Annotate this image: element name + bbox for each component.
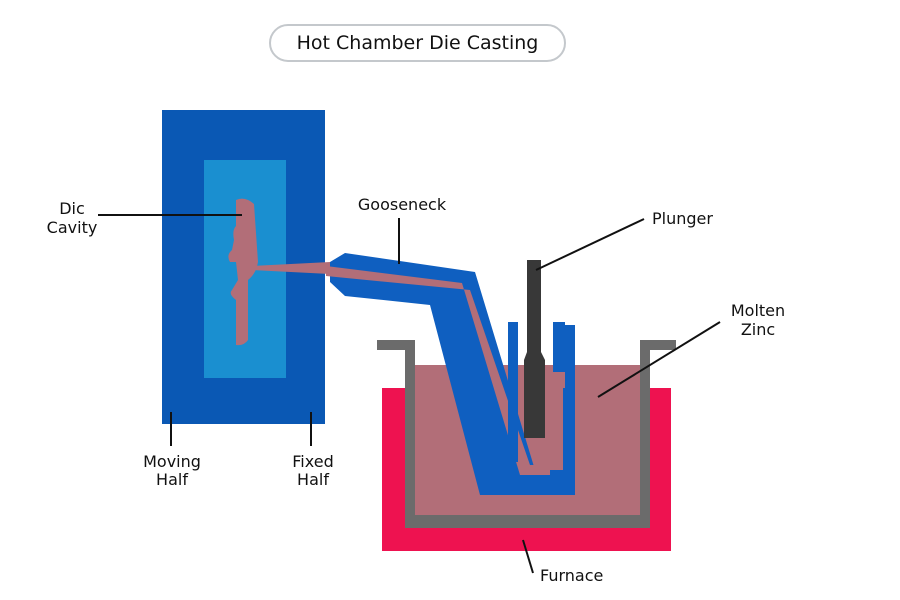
leader-molten-zinc (597, 321, 721, 398)
label-plunger: Plunger (652, 209, 713, 228)
diagram-title: Hot Chamber Die Casting (269, 24, 566, 62)
runner (252, 262, 330, 274)
label-gooseneck: Gooseneck (358, 195, 447, 214)
label-fixed-half-line2: Half (297, 470, 329, 489)
leader-plunger (535, 218, 645, 271)
label-die-cavity-line1: Dic (59, 199, 85, 218)
sleeve-port (553, 372, 565, 388)
die-cavity (228, 198, 258, 346)
label-moving-half-line2: Half (156, 470, 188, 489)
sleeve-left (508, 322, 518, 462)
furnace (382, 388, 671, 551)
label-molten-zinc-line2: Zinc (741, 320, 775, 339)
plunger (524, 260, 545, 438)
label-molten-zinc-line1: Molten (731, 301, 785, 320)
sleeve-right (553, 322, 565, 372)
pot (377, 340, 676, 528)
label-moving-half-line1: Moving (143, 452, 201, 471)
leader-furnace (522, 539, 534, 574)
label-furnace: Furnace (540, 566, 603, 585)
label-fixed-half-line1: Fixed (292, 452, 333, 471)
label-die-cavity-line2: Cavity (47, 218, 98, 237)
